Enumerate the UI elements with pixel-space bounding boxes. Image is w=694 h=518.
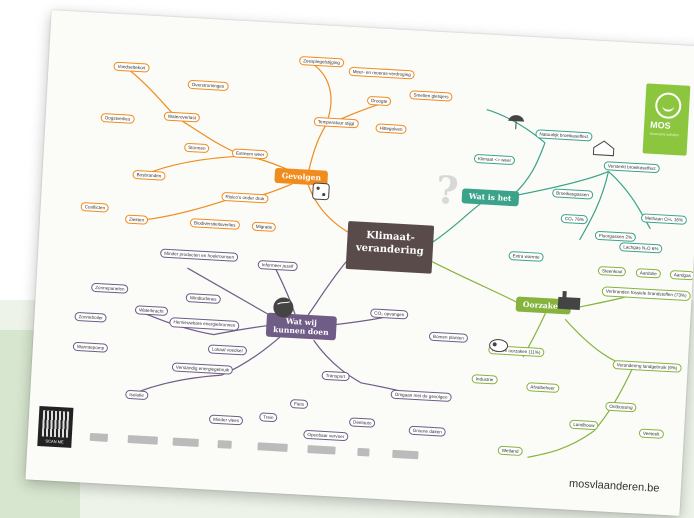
qr-code: SCAN ME xyxy=(37,406,74,448)
house-icon xyxy=(592,140,615,157)
sponsor-logo-3 xyxy=(172,437,199,447)
globe-icon xyxy=(273,297,294,318)
mos-logo-name: MOS xyxy=(649,119,671,131)
box-gevolg-3: Droogte xyxy=(366,95,392,107)
box-wat-is-het-2: CO₂ 76% xyxy=(560,213,589,225)
box-actie-7: Fiets xyxy=(289,399,309,410)
dice-icon xyxy=(312,182,330,201)
sponsor-logo-6 xyxy=(307,445,336,455)
box-actie-10: Deelauto xyxy=(348,417,376,429)
sponsor-logo-8 xyxy=(392,449,419,460)
mindmap-poster: Klimaat- verandering Gevolgen Wat is het… xyxy=(25,10,694,516)
sponsor-logo-4 xyxy=(217,440,232,449)
question-mark-icon: ? xyxy=(434,166,460,214)
hub-wat-is-het: Wat is het xyxy=(461,188,519,207)
box-oorzaak-7: Industrie xyxy=(471,374,498,385)
sponsor-logo-2 xyxy=(127,435,158,445)
sponsor-logo-5 xyxy=(257,442,288,452)
box-oorzaak-9: Wetland xyxy=(497,445,523,457)
mos-logo-sub: duurzame scholen xyxy=(649,131,680,138)
mos-logo: MOS duurzame scholen xyxy=(642,83,691,156)
box-actie-8: Trein xyxy=(258,412,278,423)
box-gevolg-14: Migratie xyxy=(251,221,277,233)
sponsor-logo-1 xyxy=(89,432,109,442)
central-topic: Klimaat- verandering xyxy=(345,220,435,274)
factory-icon xyxy=(557,291,581,311)
qr-code-label: SCAN ME xyxy=(45,438,64,445)
sponsor-logo-7 xyxy=(357,447,370,457)
box-oorzaak-3: Aardgas xyxy=(669,270,694,281)
box-gevolg-11: Stormen xyxy=(183,142,210,154)
box-gevolg-8: Ziekten xyxy=(124,214,149,226)
parachute-icon xyxy=(508,115,525,130)
box-oorzaak-6: Veeteelt xyxy=(638,428,664,440)
box-oorzaak-2: Aardolie xyxy=(635,268,661,279)
hub-wat-wij-line2: kunnen doen xyxy=(272,324,329,338)
box-actie-6: Isolatie xyxy=(125,389,149,401)
cow-icon xyxy=(489,339,509,353)
mos-logo-mark xyxy=(654,91,682,120)
qr-code-pattern xyxy=(41,410,70,438)
box-transport: Transport xyxy=(321,370,350,382)
